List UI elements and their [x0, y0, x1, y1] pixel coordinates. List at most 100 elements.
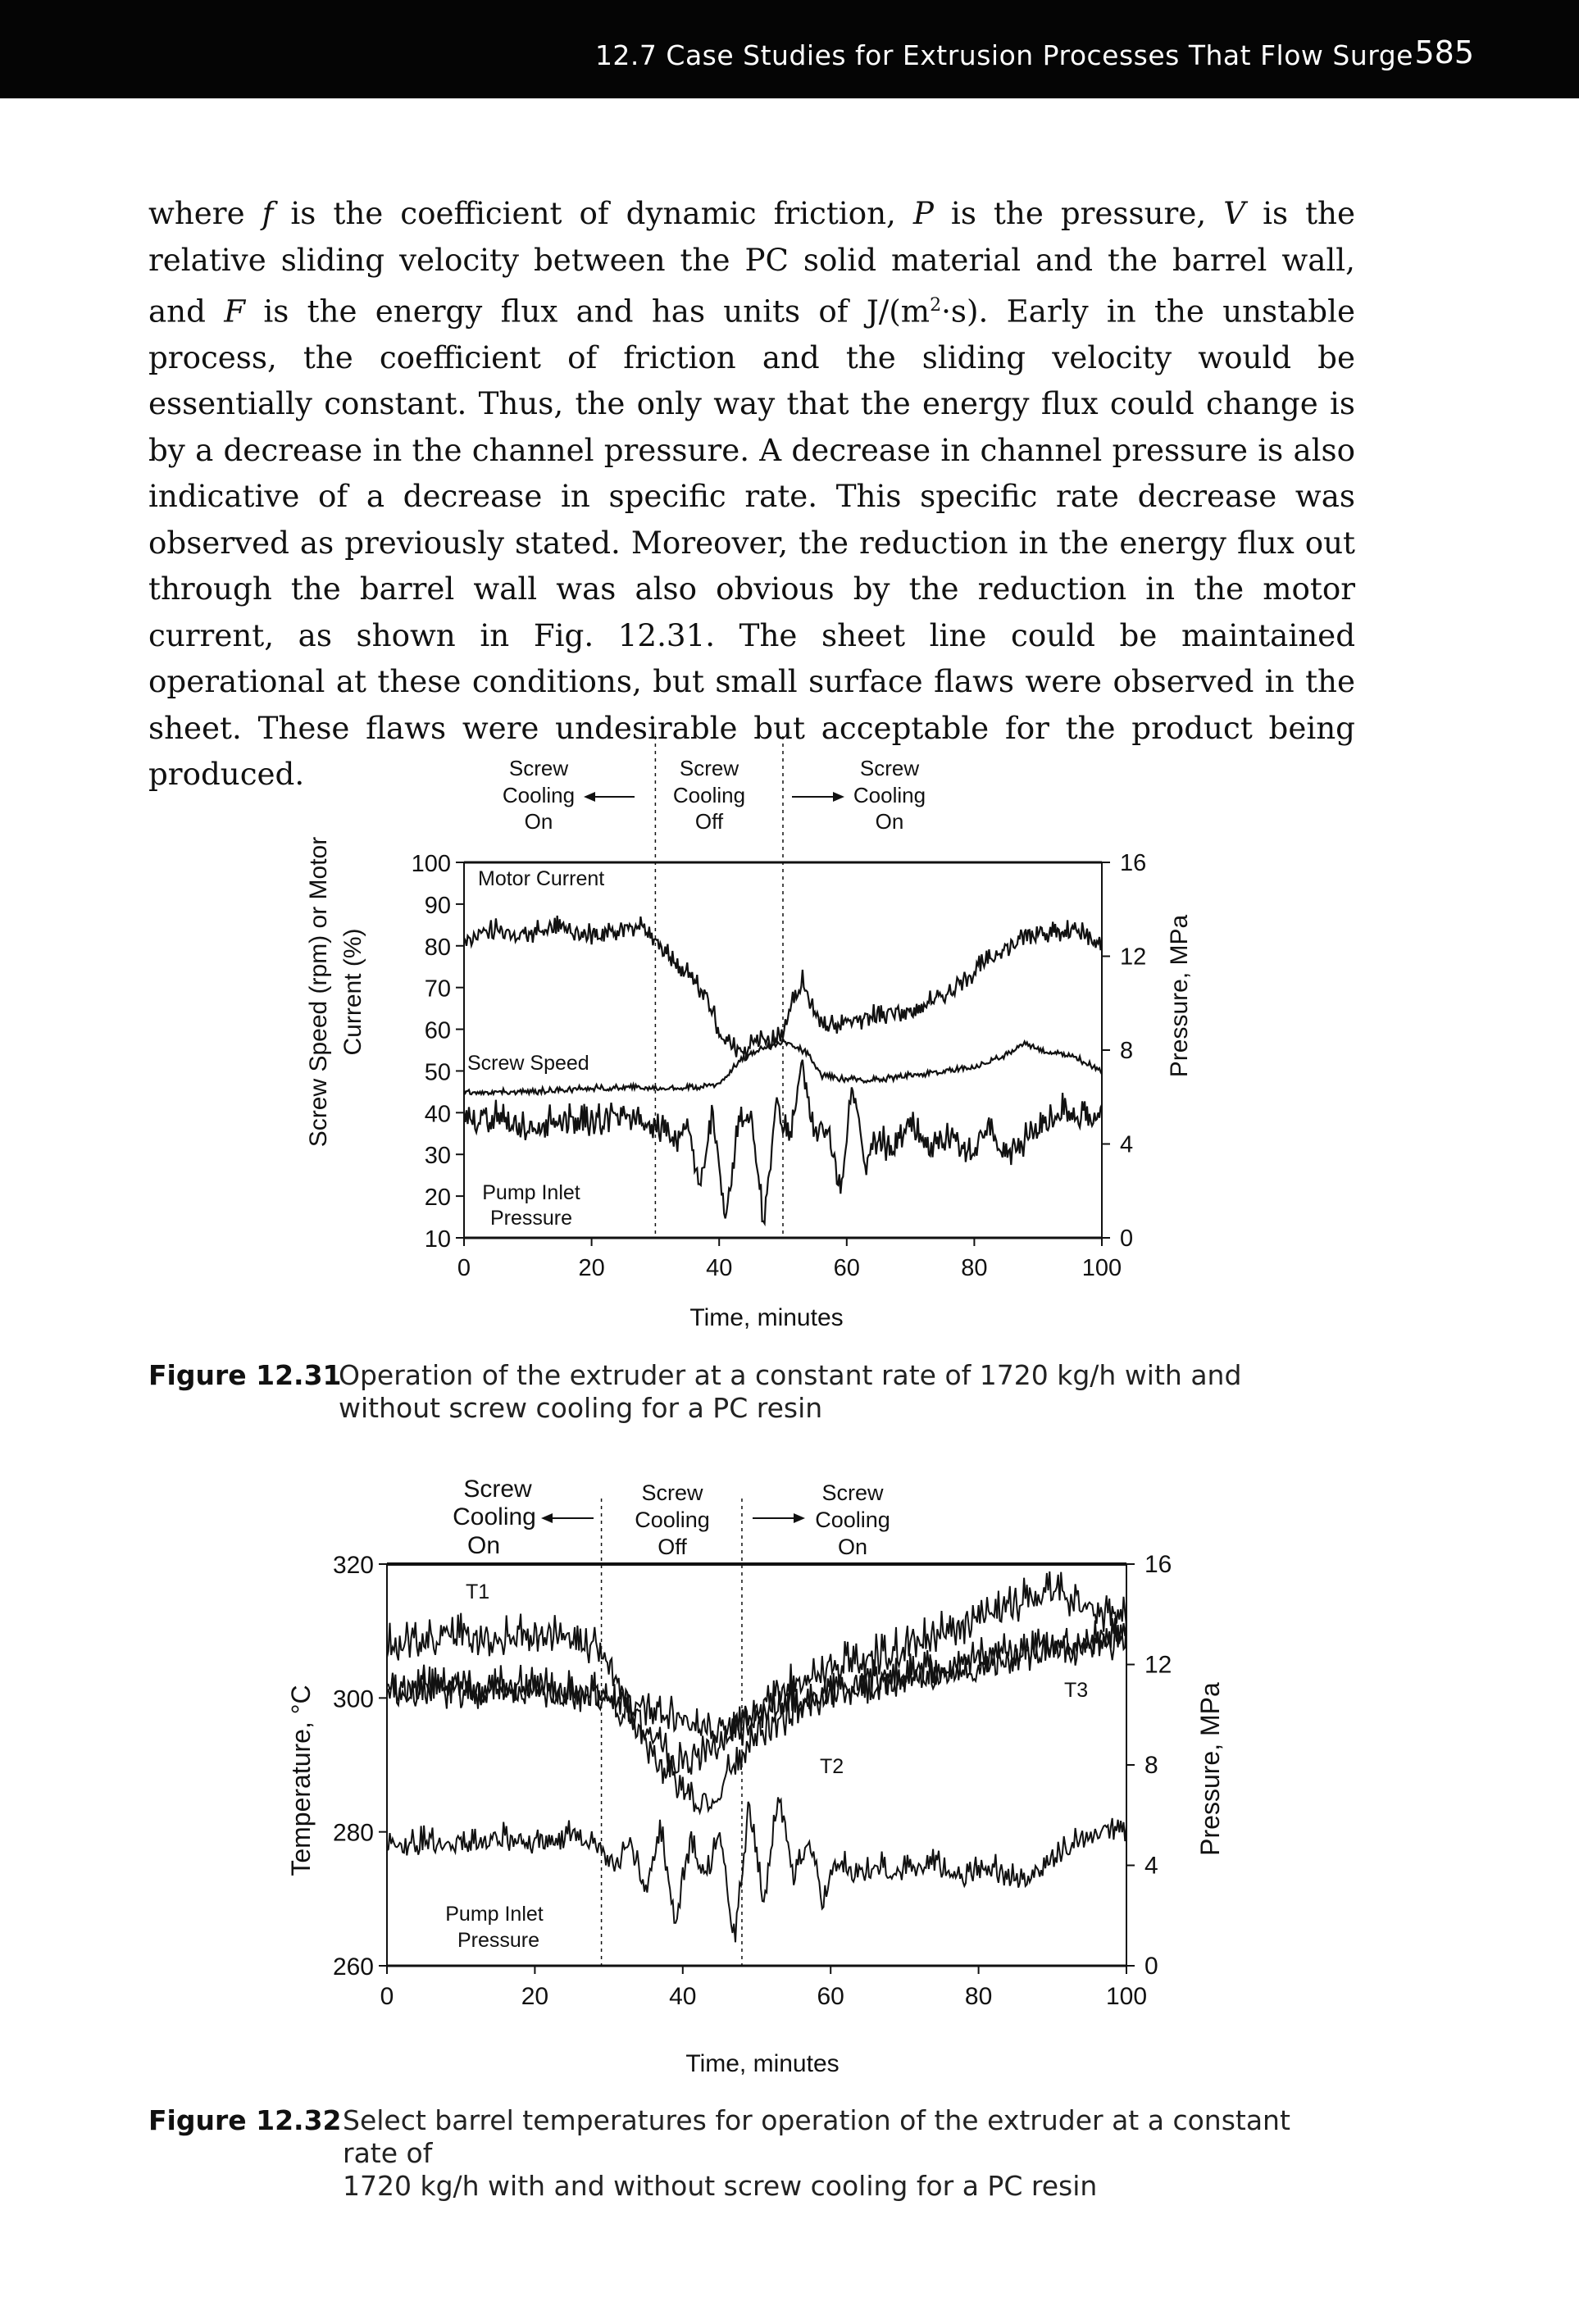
figure-12-32-caption: Select barrel temperatures for operation… [343, 2104, 1326, 2203]
caption-line1: Select barrel temperatures for operation… [343, 2104, 1290, 2169]
superscript: 2 [930, 295, 942, 316]
arrow-left-head [541, 1513, 553, 1523]
phase-on-2-line2: Cooling [853, 783, 926, 807]
figure-12-31-label: Figure 12.31 [148, 1359, 342, 1391]
y-tick-label: 300 [333, 1685, 374, 1712]
series-labels: Motor Current Screw Speed Pump Inlet Pre… [467, 867, 604, 1230]
series-line-screw-speed [462, 1035, 1103, 1097]
text-run: is the energy flux and has units of J/(m [245, 293, 931, 330]
x-tick-label: 100 [1082, 1255, 1122, 1281]
phase-on-2-line1: Screw [860, 756, 919, 780]
series-labels: T1 T2 T3 Pump Inlet Pressure [445, 1580, 1088, 1952]
label-motor-current: Motor Current [478, 867, 604, 890]
y-tick-label: 50 [425, 1059, 451, 1085]
text-run: is the pressure, [933, 195, 1224, 231]
series-line-t2 [386, 1617, 1127, 1816]
text-run: is the coefficient of dynamic friction, [273, 195, 913, 231]
y-tick-label: 90 [425, 893, 451, 919]
figure-12-31-caption: Operation of the extruder at a constant … [339, 1359, 1242, 1424]
series-line-pump-inlet-pressure [386, 1797, 1127, 1943]
figure-12-31-chart: Screw Cooling On Screw Cooling Off Screw… [305, 736, 1193, 1331]
axis-titles: Temperature, °C Pressure, MPa Time, minu… [286, 1682, 1225, 2077]
y-tick-label: 30 [425, 1143, 451, 1169]
running-header: 12.7 Case Studies for Extrusion Processe… [0, 0, 1579, 98]
series-line-t3 [386, 1617, 1127, 1744]
label-pump-inlet: Pump Inlet [445, 1903, 544, 1926]
x-tick-label: 60 [834, 1255, 860, 1281]
body-paragraph: where f is the coefficient of dynamic fr… [148, 190, 1355, 798]
phase-on-2-line3: On [838, 1535, 867, 1559]
phase-off-line1: Screw [641, 1480, 703, 1505]
x-tick-label: 0 [380, 1983, 394, 2010]
label-t2: T2 [820, 1755, 844, 1778]
y-tick-label: 320 [333, 1552, 374, 1579]
y-right-tick-label: 16 [1144, 1551, 1172, 1578]
y-right-axis-title: Pressure, MPa [1195, 1682, 1225, 1856]
text-run: is the relative sliding velocity between… [148, 195, 1355, 330]
caption-line2: 1720 kg/h with and without screw cooling… [343, 2170, 1098, 2202]
label-t1: T1 [466, 1580, 489, 1603]
x-tick-label: 40 [669, 1983, 696, 2010]
y-tick-label: 20 [425, 1185, 451, 1211]
phase-off-line2: Cooling [635, 1508, 710, 1532]
page-number: 585 [1414, 34, 1474, 70]
phase-on-2-line2: Cooling [815, 1508, 890, 1532]
figure-12-32-label: Figure 12.32 [148, 2104, 342, 2136]
symbol-f: f [262, 195, 274, 231]
x-axis-title: Time, minutes [685, 2050, 839, 2077]
label-t3: T3 [1064, 1679, 1088, 1702]
y-tick-label: 70 [425, 976, 451, 1003]
y-tick-label: 260 [333, 1953, 374, 1981]
y-right-tick-label: 4 [1144, 1853, 1158, 1880]
y-tick-label: 10 [425, 1226, 451, 1253]
data-series [386, 1571, 1127, 1943]
y-right-tick-label: 0 [1144, 1953, 1158, 1980]
phase-on-2-line1: Screw [821, 1480, 884, 1505]
y-right-tick-label: 16 [1120, 850, 1146, 876]
y-tick-label: 280 [333, 1820, 374, 1847]
phase-on-1-line1: Screw [463, 1476, 532, 1503]
phase-off-line1: Screw [680, 756, 739, 780]
x-tick-label: 20 [521, 1983, 548, 2010]
x-tick-label: 100 [1106, 1983, 1147, 2010]
axis-titles: Screw Speed (rpm) or Motor Current (%) P… [305, 837, 1193, 1331]
text-run: ·s). Early in the unstable process, the … [148, 293, 1355, 793]
y-right-axis-title: Pressure, MPa [1166, 914, 1193, 1077]
phase-annotations: Screw Cooling On Screw Cooling Off Screw… [503, 756, 926, 834]
phase-on-1-line1: Screw [509, 756, 568, 780]
phase-off-line3: Off [695, 809, 724, 834]
phase-on-2-line3: On [876, 809, 904, 834]
series-line-pump-inlet-pressure [462, 1059, 1103, 1227]
y-tick-label: 40 [425, 1101, 451, 1127]
series-line-t1 [386, 1571, 1127, 1775]
y-right-tick-label: 0 [1120, 1226, 1133, 1252]
y-right-tick-label: 8 [1144, 1752, 1158, 1779]
label-screw-speed: Screw Speed [467, 1052, 589, 1075]
x-tick-label: 60 [817, 1983, 844, 2010]
phase-on-1-line2: Cooling [453, 1503, 536, 1530]
symbol-f-flux: F [224, 293, 246, 330]
x-tick-label: 20 [578, 1255, 604, 1281]
y-right-tick-label: 12 [1120, 944, 1146, 971]
arrow-right-head [794, 1513, 805, 1523]
y-axis-title-line2: Current (%) [339, 928, 366, 1055]
x-tick-label: 80 [965, 1983, 992, 2010]
y-right-tick-label: 8 [1120, 1038, 1133, 1064]
arrow-right-head [833, 792, 844, 802]
x-tick-label: 80 [961, 1255, 987, 1281]
data-series [462, 915, 1103, 1227]
arrow-left-head [584, 792, 595, 802]
symbol-p: P [912, 195, 934, 231]
y-tick-label: 60 [425, 1018, 451, 1044]
y-axis-title: Temperature, °C [286, 1685, 316, 1876]
label-pressure: Pressure [490, 1207, 572, 1230]
y-tick-label: 100 [412, 851, 451, 877]
phase-on-1-line2: Cooling [503, 783, 575, 807]
y-right-tick-label: 4 [1120, 1132, 1133, 1158]
x-tick-label: 0 [457, 1255, 471, 1281]
phase-annotations: Screw Cooling On Screw Cooling Off Screw… [453, 1476, 890, 1559]
y-tick-label: 80 [425, 935, 451, 961]
